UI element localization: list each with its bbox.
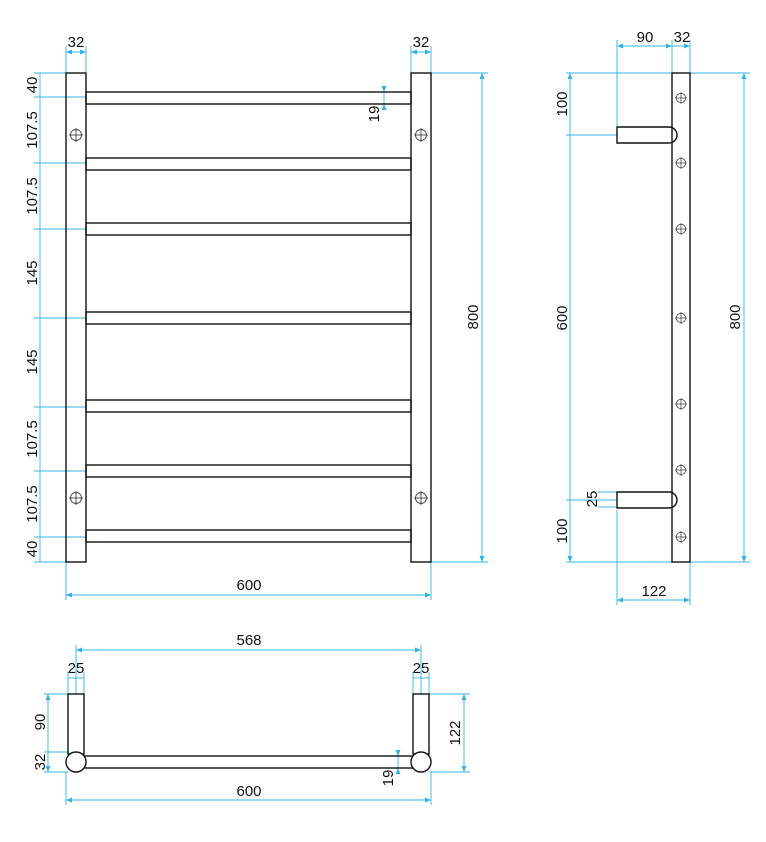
side-dimension-lines — [566, 40, 750, 605]
fixing-hole-icon — [675, 92, 687, 104]
front-top-right-width: 32 — [413, 34, 430, 51]
side-top-offset: 100 — [554, 91, 571, 116]
front-dimension-lines — [34, 46, 488, 600]
front-segment-label: 145 — [24, 349, 41, 374]
plan-rail — [83, 755, 414, 769]
plan-bar-thickness: 19 — [380, 770, 397, 787]
side-bar-diameter: 25 — [584, 491, 601, 508]
front-segment-label: 40 — [24, 541, 41, 558]
plan-right-standoff — [412, 693, 430, 755]
mounting-hole-icon — [69, 128, 83, 142]
side-bottom-offset: 100 — [554, 518, 571, 543]
front-rails — [85, 91, 412, 543]
side-span: 600 — [554, 305, 571, 330]
plan-left-post-circle — [65, 751, 87, 773]
fixing-hole-icon — [675, 157, 687, 169]
front-view: 32 32 40 107.5 107.5 145 145 107.5 107.5… — [24, 34, 488, 600]
side-total-height: 800 — [727, 304, 744, 329]
front-left-post — [65, 72, 87, 563]
side-bottom-bar — [616, 491, 678, 509]
plan-depth: 90 — [32, 714, 49, 731]
fixing-hole-icon — [675, 312, 687, 324]
plan-left-bar: 25 — [68, 660, 85, 677]
fixing-hole-icon — [675, 464, 687, 476]
front-dimension-arrows — [66, 49, 485, 598]
mounting-hole-icon — [69, 491, 83, 505]
side-top-depth: 90 — [637, 29, 654, 46]
front-segment-label: 107.5 — [24, 420, 41, 458]
plan-dimension-arrows — [45, 647, 467, 803]
plan-right-post-circle — [410, 751, 432, 773]
fixing-hole-icon — [675, 398, 687, 410]
front-total-height: 800 — [465, 304, 482, 329]
plan-dimension-lines — [44, 645, 470, 805]
front-segment-label: 107.5 — [24, 177, 41, 215]
fixing-hole-icon — [675, 223, 687, 235]
fixing-hole-icon — [675, 531, 687, 543]
plan-right-bar: 25 — [413, 660, 430, 677]
plan-total-width: 600 — [236, 783, 261, 800]
mounting-hole-icon — [414, 491, 428, 505]
front-total-width: 600 — [236, 577, 261, 594]
side-top-bar — [616, 126, 678, 144]
side-top-post-width: 32 — [674, 29, 691, 46]
front-right-post — [410, 72, 432, 563]
plan-left-standoff — [67, 693, 85, 755]
plan-total-depth: 122 — [447, 720, 464, 745]
plan-inner-span: 568 — [236, 632, 261, 649]
side-wall-post — [671, 72, 691, 563]
front-segment-label: 145 — [24, 260, 41, 285]
plan-post: 32 — [32, 754, 49, 771]
mounting-hole-icon — [414, 128, 428, 142]
front-bar-thickness: 19 — [366, 106, 383, 123]
side-total-depth: 122 — [641, 583, 666, 600]
front-segment-label: 107.5 — [24, 485, 41, 523]
front-top-left-width: 32 — [68, 34, 85, 51]
side-view: 90 32 100 600 25 100 800 122 — [554, 29, 750, 605]
front-segment-label: 40 — [24, 77, 41, 94]
side-dimension-arrows — [567, 43, 747, 603]
plan-view: 568 25 25 90 32 122 19 600 — [32, 632, 470, 805]
front-segment-label: 107.5 — [24, 111, 41, 149]
